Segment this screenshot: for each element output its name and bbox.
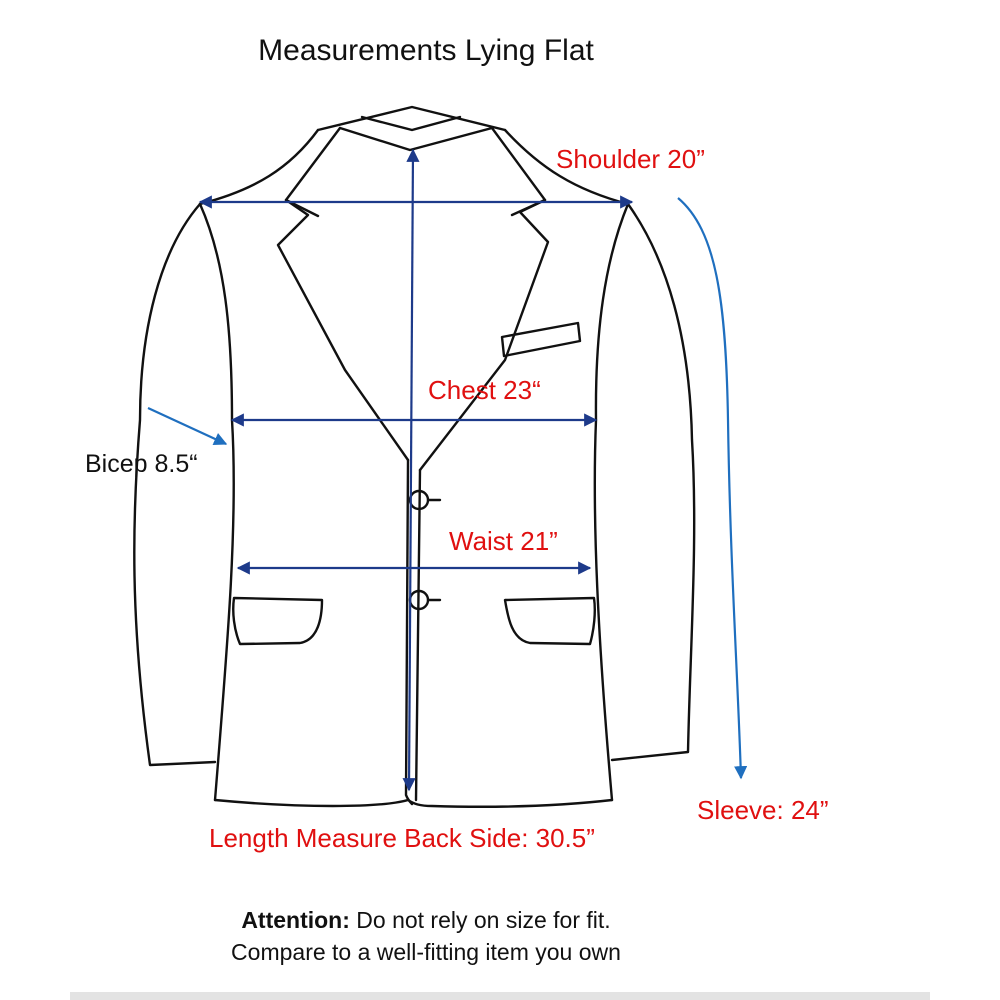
left-lapel [276,126,410,462]
right-body-side [593,418,614,802]
sleeve-label: Sleeve: 24” [697,795,829,825]
right-flap-pocket [503,596,596,646]
right-sleeve-inner [594,202,630,422]
attention-text: Do not rely on size for fit. [349,907,611,933]
bicep-label: Bicep 8.5“ [85,450,198,478]
waist-label: Waist 21” [449,526,558,556]
chest-label: Chest 23“ [428,375,541,405]
left-shoulder [198,128,320,206]
neck-line [338,126,494,152]
right-lapel [418,126,550,472]
attention-note: Attention: Do not rely on size for fit. … [0,904,852,968]
breast-pocket [500,321,582,358]
hem [213,798,614,808]
length-arrow [402,148,420,792]
left-sleeve-outer [133,202,217,767]
attention-prefix: Attention: [241,907,350,933]
front-overlap [414,468,422,802]
collar-back [316,105,507,132]
length-label: Length Measure Back Side: 30.5” [209,823,595,853]
page-title: Measurements Lying Flat [258,34,594,67]
bicep-arrow [147,407,228,446]
left-sleeve-inner [198,202,234,422]
bottom-divider [70,992,930,1000]
attention-line-1: Attention: Do not rely on size for fit. [0,904,852,936]
front-opening [404,458,414,806]
attention-line-2: Compare to a well-fitting item you own [231,939,621,965]
left-flap-pocket [232,596,324,646]
sleeve-arrow [677,197,748,780]
left-body-side [213,418,235,802]
shoulder-label: Shoulder 20” [556,144,705,174]
right-sleeve-outer [610,202,696,762]
collar-inner [360,115,462,132]
